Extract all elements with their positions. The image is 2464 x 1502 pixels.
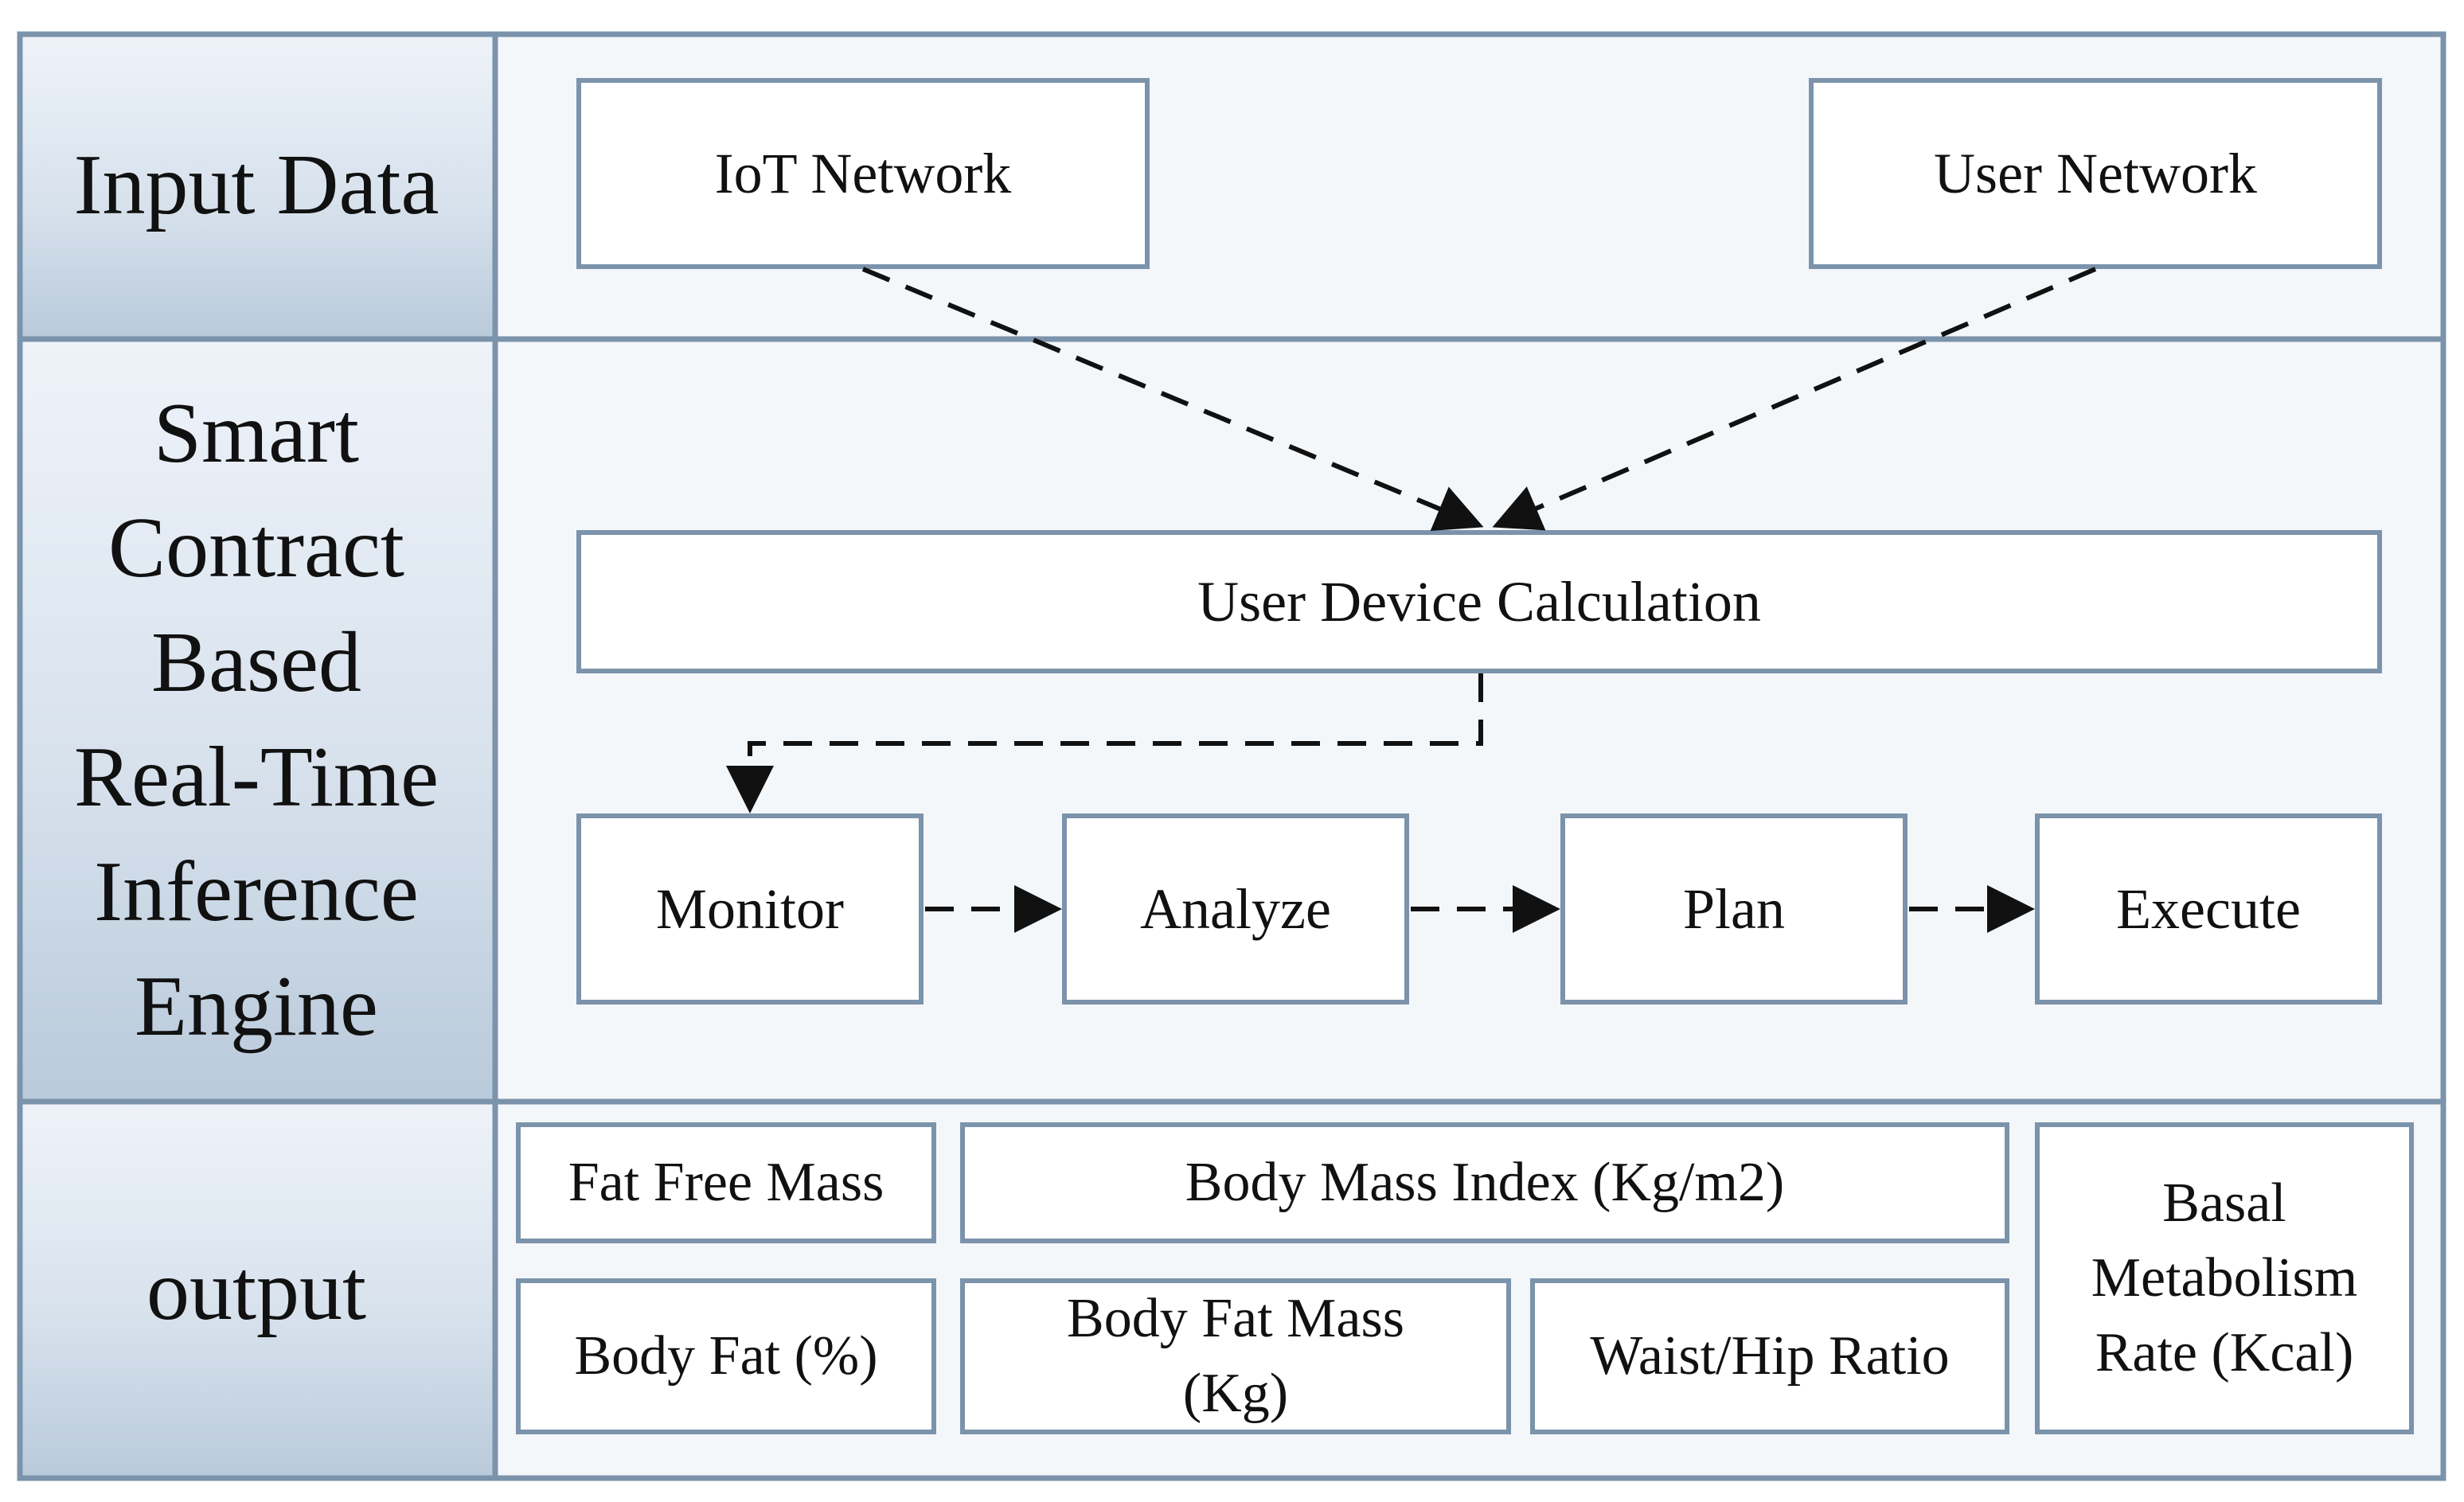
node-fat-free-mass: Fat Free Mass [516, 1122, 936, 1243]
node-user-network: User Network [1809, 78, 2382, 269]
row-label-input: Input Data [73, 138, 439, 232]
node-monitor: Monitor [576, 813, 924, 1005]
node-basal-metabolism-rate: Basal Metabolism Rate (Kcal) [2035, 1122, 2414, 1434]
outer-border [17, 31, 2446, 1481]
node-monitor-label: Monitor [655, 877, 844, 941]
node-user-device-calculation-label: User Device Calculation [1197, 570, 1761, 634]
node-analyze-label: Analyze [1140, 877, 1331, 941]
node-user-network-label: User Network [1934, 142, 2257, 205]
node-execute-label: Execute [2116, 877, 2301, 941]
row-label-engine: Smart Contract Based Real-Time Inference… [74, 386, 439, 1054]
node-body-fat-mass-label: Body Fat Mass (Kg) [1067, 1288, 1404, 1424]
node-body-mass-index-label: Body Mass Index (Kg/m2) [1185, 1152, 1785, 1213]
row-header-output: output [18, 1102, 495, 1481]
row-label-output: output [146, 1243, 366, 1338]
node-user-device-calculation: User Device Calculation [576, 530, 2382, 673]
node-body-mass-index: Body Mass Index (Kg/m2) [960, 1122, 2009, 1243]
node-waist-hip-ratio-label: Waist/Hip Ratio [1590, 1325, 1950, 1387]
node-waist-hip-ratio: Waist/Hip Ratio [1530, 1278, 2009, 1434]
node-body-fat-mass: Body Fat Mass (Kg) [960, 1278, 1511, 1434]
node-analyze: Analyze [1062, 813, 1409, 1005]
row-header-input: Input Data [18, 32, 495, 339]
node-fat-free-mass-label: Fat Free Mass [568, 1152, 884, 1213]
node-body-fat-percent-label: Body Fat (%) [574, 1325, 878, 1387]
node-plan-label: Plan [1682, 877, 1785, 941]
node-plan: Plan [1560, 813, 1908, 1005]
node-basal-metabolism-rate-label: Basal Metabolism Rate (Kcal) [2091, 1172, 2358, 1383]
row-header-engine: Smart Contract Based Real-Time Inference… [18, 339, 495, 1102]
node-execute: Execute [2035, 813, 2382, 1005]
node-iot-network-label: IoT Network [714, 142, 1012, 205]
node-body-fat-percent: Body Fat (%) [516, 1278, 936, 1434]
node-iot-network: IoT Network [576, 78, 1150, 269]
